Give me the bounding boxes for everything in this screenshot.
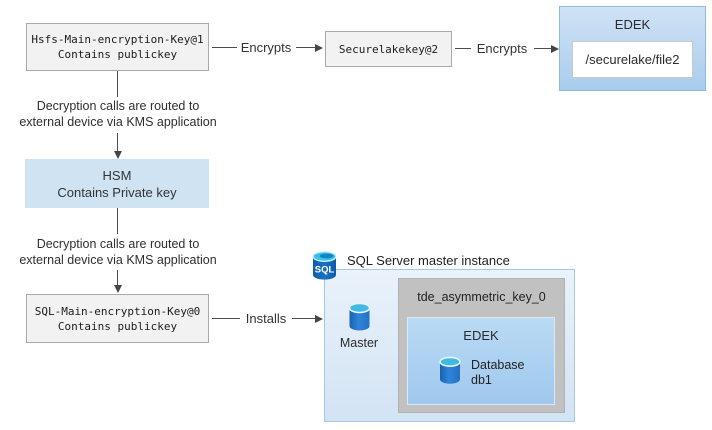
sql-key-name: SQL-Main-encryption-Key@0 xyxy=(34,304,201,318)
encrypts1-label: Encrypts xyxy=(240,40,292,55)
master-label: Master xyxy=(339,336,379,350)
hsm-box: HSM Contains Private key xyxy=(25,159,209,208)
database-db1-label: Database db1 xyxy=(471,358,525,388)
sql-instance-title: SQL Server master instance xyxy=(347,253,510,268)
sql-database-icon: SQL xyxy=(312,251,337,280)
encrypts2-line-end xyxy=(534,48,551,50)
arrowhead-down-icon xyxy=(114,151,122,159)
file-path-box: /securelake/file2 xyxy=(572,41,693,78)
connector-line xyxy=(117,208,119,234)
edek-inner-box: EDEK Database db1 xyxy=(407,317,555,405)
kms-routing-note-1: Decryption calls are routed to external … xyxy=(8,98,228,130)
arrowhead-right-icon xyxy=(551,45,559,53)
arrowhead-right-icon xyxy=(315,315,323,323)
securelake-key-name: Securelakekey@2 xyxy=(338,42,439,56)
encrypts2-label: Encrypts xyxy=(476,41,528,56)
sql-main-encryption-key-box: SQL-Main-encryption-Key@0 Contains publi… xyxy=(26,294,209,343)
encrypts2-line-start xyxy=(455,48,471,50)
edek-file-title: EDEK xyxy=(614,17,651,32)
kms-note-line2: external device via KMS application xyxy=(19,115,217,129)
database-cylinder-icon xyxy=(348,302,371,331)
sql-key-subtitle: Contains publickey xyxy=(57,319,178,333)
hdfs-key-subtitle: Contains publickey xyxy=(57,48,178,61)
kms-note-line1: Decryption calls are routed to xyxy=(36,99,200,113)
hsm-subtitle: Contains Private key xyxy=(57,184,177,200)
connector-line xyxy=(117,270,119,286)
securelake-key-box: Securelakekey@2 xyxy=(325,31,452,67)
hdfs-main-encryption-key-box: Hsfs-Main-encryption-Key@1 Contains publ… xyxy=(26,23,209,71)
kms-note-line2: external device via KMS application xyxy=(19,253,217,267)
connector-line xyxy=(117,71,119,97)
installs-line-end xyxy=(292,318,315,320)
database-cylinder-icon xyxy=(439,356,461,384)
sql-badge-text: SQL xyxy=(315,265,335,276)
kms-note-line1: Decryption calls are routed to xyxy=(36,237,200,251)
hsm-name: HSM xyxy=(102,167,132,183)
tde-key-name: tde_asymmetric_key_0 xyxy=(417,290,546,304)
arrowhead-down-icon xyxy=(114,285,122,293)
database-name: Database xyxy=(471,358,525,372)
edek-file-box: EDEK /securelake/file2 xyxy=(559,6,706,91)
encrypts1-line-start xyxy=(212,47,237,49)
installs-line-start xyxy=(212,318,240,320)
kms-routing-note-2: Decryption calls are routed to external … xyxy=(8,236,228,268)
installs-label: Installs xyxy=(245,311,287,326)
encrypts1-line-end xyxy=(296,47,315,49)
arrowhead-right-icon xyxy=(315,44,323,52)
file-path: /securelake/file2 xyxy=(585,52,680,67)
database-id: db1 xyxy=(471,373,492,387)
edek-inner-title: EDEK xyxy=(463,328,499,343)
hdfs-key-name: Hsfs-Main-encryption-Key@1 xyxy=(31,33,204,46)
connector-line xyxy=(117,133,119,152)
